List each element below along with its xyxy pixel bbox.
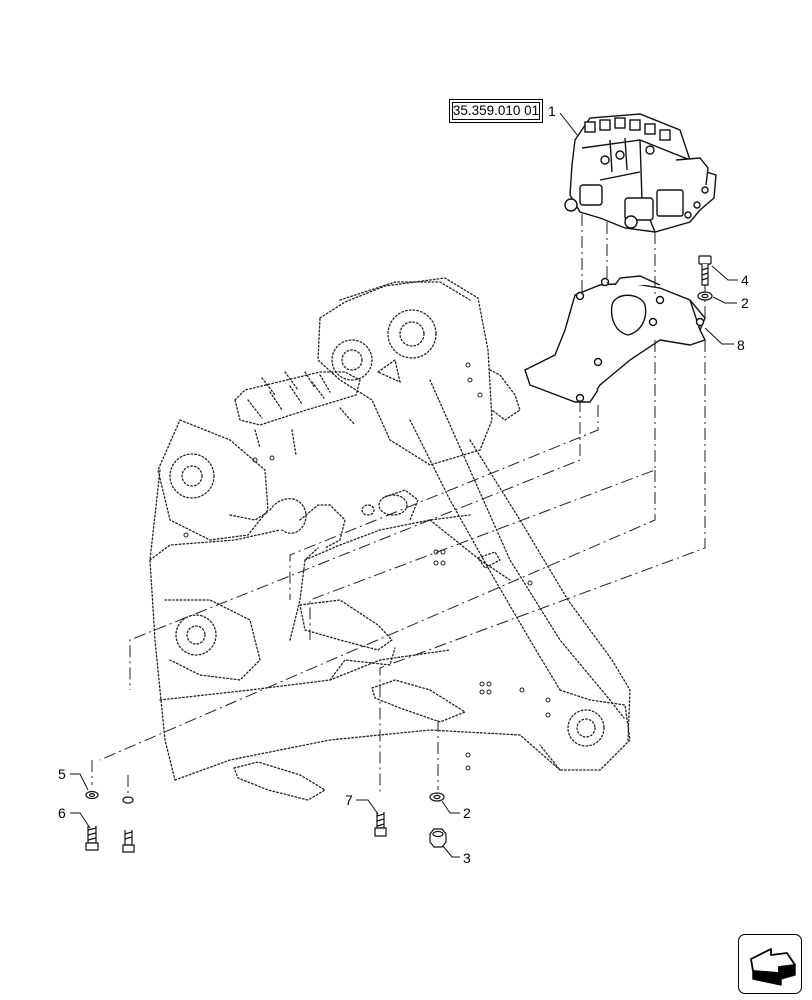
- callout-5[interactable]: 5: [58, 766, 66, 782]
- washer-5[interactable]: [85, 790, 99, 800]
- callout-3[interactable]: 3: [463, 850, 471, 866]
- mounting-bracket[interactable]: [524, 275, 706, 403]
- callout-2-lower[interactable]: 2: [463, 805, 471, 821]
- frame-bolt-holes: [183, 362, 551, 771]
- callout-8[interactable]: 8: [737, 337, 745, 353]
- callout-7[interactable]: 7: [345, 792, 353, 808]
- arrow-glyph: [750, 948, 796, 986]
- leader-lines: [70, 112, 738, 858]
- bolt-4[interactable]: [698, 255, 712, 286]
- callout-2-upper[interactable]: 2: [741, 295, 749, 311]
- washer-2-lower[interactable]: [429, 792, 445, 802]
- next-page-arrow-icon[interactable]: [738, 934, 802, 994]
- bolt-7[interactable]: [374, 812, 387, 837]
- washer-2-upper[interactable]: [697, 291, 713, 301]
- callout-1[interactable]: 1: [548, 103, 556, 119]
- assembly-lines: [91, 214, 706, 795]
- bolt-left-second: [122, 830, 135, 853]
- callout-4[interactable]: 4: [741, 272, 749, 288]
- bolt-6[interactable]: [85, 826, 99, 851]
- washer-left-second: [122, 796, 134, 804]
- control-valve[interactable]: [564, 113, 717, 233]
- reference-code-box[interactable]: 35.359.010 01: [449, 99, 543, 123]
- nut-3[interactable]: [429, 828, 447, 848]
- loader-frame: [149, 277, 631, 801]
- callout-6[interactable]: 6: [58, 805, 66, 821]
